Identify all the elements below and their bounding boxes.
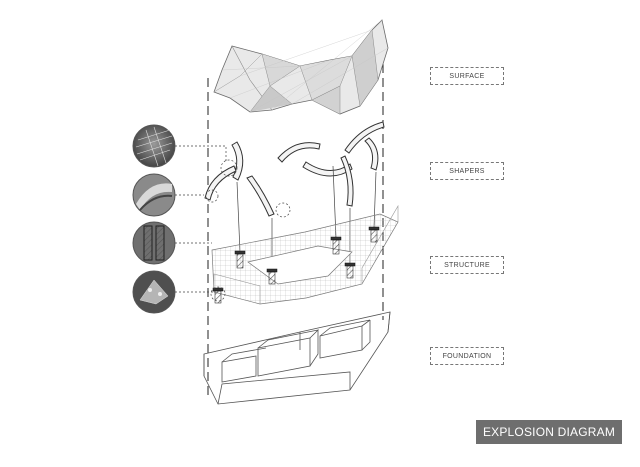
detail-photo-connector bbox=[132, 221, 176, 265]
guide-lines bbox=[207, 50, 384, 400]
shaper-arc-7 bbox=[340, 155, 354, 207]
shaper-arc-8 bbox=[364, 137, 379, 171]
structure-bolts bbox=[212, 226, 380, 304]
shaper-members bbox=[204, 121, 385, 217]
surface-label: SURFACE bbox=[430, 67, 504, 85]
shaper-arc-6 bbox=[344, 121, 385, 154]
shapers-label: SHAPERS bbox=[430, 162, 504, 180]
foundation-label: FOUNDATION bbox=[430, 347, 504, 365]
callout-circles bbox=[205, 159, 291, 302]
shaper-arc-5 bbox=[302, 161, 353, 177]
bolt bbox=[330, 236, 342, 255]
foundation-wireframe bbox=[203, 311, 391, 405]
bolt bbox=[234, 250, 246, 269]
shaper-arc-4 bbox=[277, 142, 321, 163]
callout-lines bbox=[175, 145, 227, 293]
bolt bbox=[212, 287, 224, 304]
bolt bbox=[266, 268, 278, 285]
detail-photo-mesh bbox=[132, 124, 176, 168]
detail-photos bbox=[132, 124, 176, 314]
structure-label: STRUCTURE bbox=[430, 256, 504, 274]
detail-photo-bracket bbox=[132, 270, 176, 314]
shaper-arc-3 bbox=[246, 175, 275, 217]
shaper-arc-1 bbox=[231, 141, 244, 181]
bolt bbox=[368, 226, 380, 243]
detail-photo-shaper bbox=[132, 173, 176, 217]
diagram-title-badge: EXPLOSION DIAGRAM bbox=[476, 420, 622, 444]
surface-shell bbox=[213, 19, 389, 115]
bolt bbox=[344, 262, 356, 279]
shaper-arc-2 bbox=[204, 165, 237, 201]
